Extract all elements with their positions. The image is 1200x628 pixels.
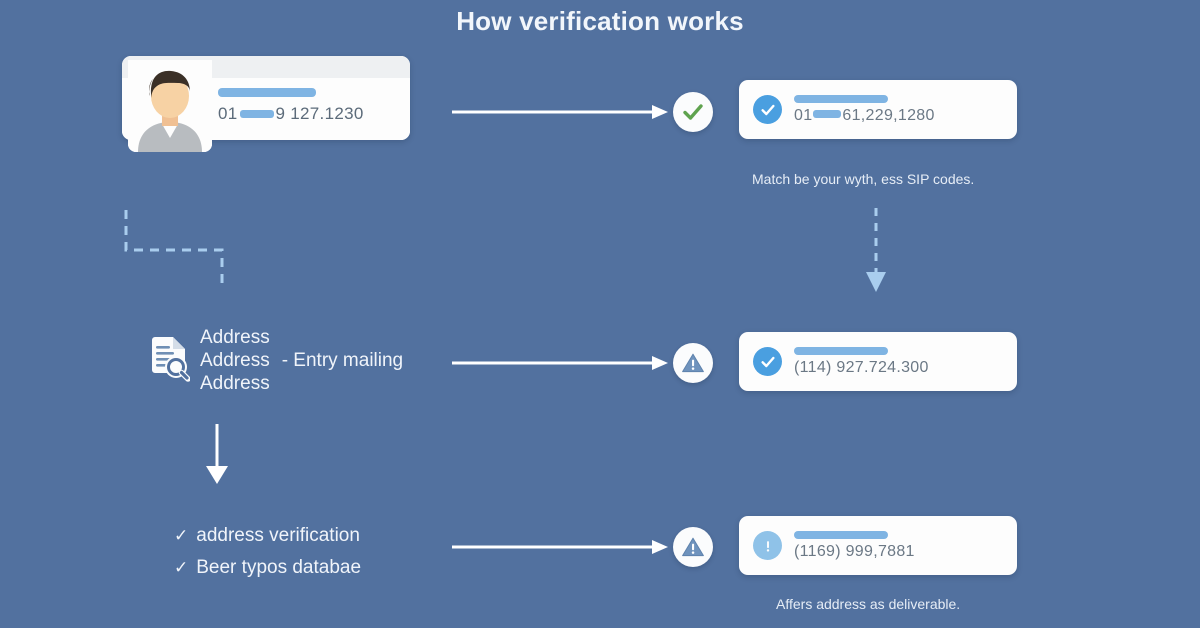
address-line-1: Address bbox=[200, 327, 270, 348]
check-badge-icon bbox=[753, 95, 782, 124]
result-card-row2-body: (114) 927.724.300 bbox=[794, 346, 1017, 377]
result-card-row1[interactable]: 01 61,229,1280 bbox=[739, 80, 1017, 139]
result-card-row2[interactable]: (114) 927.724.300 bbox=[739, 332, 1017, 391]
avatar bbox=[128, 60, 212, 152]
dashed-elbow-connector bbox=[118, 208, 238, 303]
down-arrow-left bbox=[200, 424, 234, 491]
address-line-2: Address bbox=[200, 350, 270, 371]
warning-circle-icon bbox=[682, 537, 704, 557]
dashed-down-arrow bbox=[860, 208, 892, 299]
redacted-bar bbox=[794, 530, 888, 539]
result-card-row3[interactable]: (1169) 999,7881 bbox=[739, 516, 1017, 575]
checklist-item-2: ✓ Beer typos databae bbox=[174, 552, 361, 584]
check-badge-icon bbox=[753, 347, 782, 376]
value-prefix: 01 bbox=[794, 106, 813, 124]
browser-window-mockup: 01 9 127.1230 bbox=[122, 56, 410, 152]
address-line-3: Address bbox=[200, 373, 270, 394]
checklist-item-2-label: Beer typos databae bbox=[196, 557, 362, 578]
checklist-item-1: ✓ address verification bbox=[174, 520, 361, 552]
result-card-row2-value: (114) 927.724.300 bbox=[794, 358, 929, 376]
redacted-name-bar bbox=[218, 88, 316, 97]
status-badge-row2 bbox=[673, 343, 713, 383]
arrow-row1 bbox=[452, 103, 670, 126]
address-lines: Address Address Address - Entry mailing bbox=[200, 326, 403, 395]
checklist: ✓ address verification ✓ Beer typos databa… bbox=[174, 520, 361, 584]
arrow-row2 bbox=[452, 354, 670, 377]
check-icon: ✓ bbox=[174, 558, 189, 577]
status-badge-row3 bbox=[673, 527, 713, 567]
checklist-item-1-label: address verification bbox=[196, 525, 360, 546]
address-column: Address Address Address bbox=[200, 326, 270, 395]
result-card-row3-body: (1169) 999,7881 bbox=[794, 530, 1017, 561]
address-suffix: - Entry mailing bbox=[281, 349, 404, 371]
redacted-inline-bar bbox=[239, 109, 274, 118]
caption-row3: Affers address as deliverable. bbox=[776, 596, 961, 612]
page-title: How verification works bbox=[456, 6, 744, 36]
redacted-bar bbox=[794, 94, 888, 103]
redacted-inline-bar bbox=[813, 110, 842, 119]
exclamation-badge-icon bbox=[753, 531, 782, 560]
browser-record-value: 01 9 127.1230 bbox=[218, 104, 364, 124]
caption-row1: Match be your wyth, ess SIP codes. bbox=[752, 171, 975, 187]
record-value-suffix: 9 127.1230 bbox=[275, 104, 364, 123]
status-badge-row1 bbox=[673, 92, 713, 132]
result-card-row1-body: 01 61,229,1280 bbox=[794, 94, 1017, 125]
arrow-row3 bbox=[452, 538, 670, 561]
value-main: 61,229,1280 bbox=[842, 106, 935, 124]
address-block: Address Address Address - Entry mailing bbox=[148, 326, 403, 395]
redacted-bar bbox=[794, 346, 888, 355]
warning-circle-icon bbox=[682, 353, 704, 373]
result-card-row3-value: (1169) 999,7881 bbox=[794, 542, 915, 560]
check-circle-icon bbox=[683, 104, 703, 120]
document-search-icon bbox=[148, 334, 191, 387]
result-card-row1-value: 01 61,229,1280 bbox=[794, 107, 1017, 125]
check-icon: ✓ bbox=[174, 526, 189, 545]
record-value-prefix: 01 bbox=[218, 104, 238, 123]
